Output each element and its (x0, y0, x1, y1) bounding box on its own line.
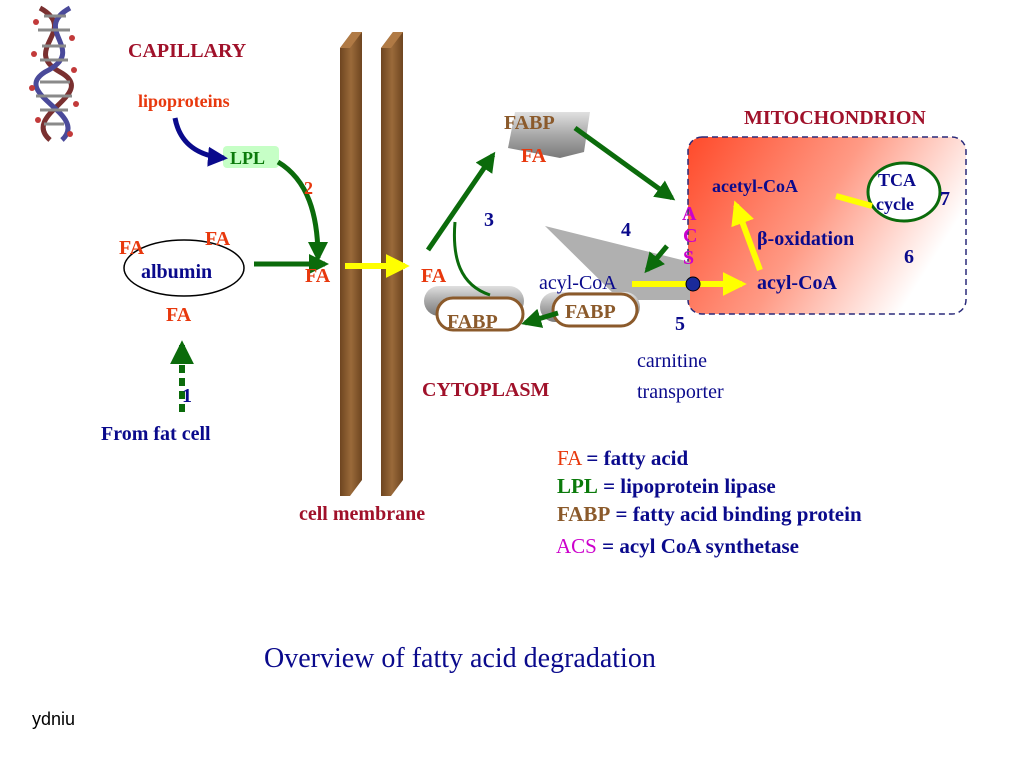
fa-top-label: FA (205, 228, 231, 250)
step-3: 3 (484, 209, 494, 231)
step-1: 1 (182, 385, 192, 407)
legend-abbr-acs: ACS (556, 534, 597, 558)
fa-bottom-label: FA (166, 304, 192, 326)
albumin-ellipse (123, 239, 245, 297)
cell-membrane-label: cell membrane (299, 503, 426, 525)
albumin-label: albumin (141, 261, 213, 283)
tca-label: TCA (878, 170, 917, 190)
lpl-label: LPL (230, 148, 266, 168)
fabp-to-fabp-arrow (521, 308, 559, 328)
fabp-top-label: FABP (504, 112, 555, 134)
fabp-cycle-curve (452, 221, 491, 297)
fa-fabp-top-label: FA (521, 145, 547, 167)
carnitine-label: carnitine (637, 350, 707, 372)
carnitine-transporter-dot (685, 276, 701, 292)
legend-def-acs: = acyl CoA synthetase (602, 534, 799, 558)
lpl-to-fa-arrow (276, 159, 328, 262)
fabp-cyto-left-label: FABP (447, 311, 498, 333)
acetyl-coa-label: acetyl-CoA (712, 176, 798, 196)
legend-abbr-fa: FA (557, 446, 582, 470)
acetylcoa-to-tca-line (835, 193, 873, 209)
legend-abbr-lpl: LPL (557, 474, 598, 498)
legend-item-acs: ACS = acyl CoA synthetase (556, 536, 799, 557)
lipoproteins-label: lipoproteins (138, 91, 230, 111)
legend-def-lpl: = lipoprotein lipase (603, 474, 776, 498)
footer-text: ydniu (32, 709, 76, 729)
step-4: 4 (621, 219, 631, 241)
lpl-highlight (223, 146, 279, 168)
acs-to-acylcoa-arrow (644, 244, 669, 274)
step-2: 2 (304, 178, 313, 198)
fabp-to-acs-arrow (573, 125, 676, 201)
legend-abbr-fabp: FABP (557, 502, 611, 526)
tca-cycle-ellipse (866, 161, 942, 223)
fa-to-fabp-arrow (425, 151, 496, 252)
acyl-coa-cyto-label: acyl-CoA (539, 272, 617, 294)
capillary-label: CAPILLARY (128, 40, 247, 62)
legend-def-fa: = fatty acid (586, 446, 689, 470)
lipoprotein-to-lpl-arrow (172, 117, 228, 167)
beta-oxidation-arrow (731, 200, 763, 272)
fabp-top-block (508, 112, 590, 158)
fabp-cyto-right-label: FABP (565, 301, 616, 323)
step-7: 7 (940, 188, 950, 210)
legend-item-fa: FA = fatty acid (557, 448, 688, 469)
cytoplasm-label: CYTOPLASM (422, 379, 550, 401)
legend-def-fabp: = fatty acid binding protein (615, 502, 862, 526)
acs-letter-c: C (683, 225, 698, 247)
acs-letter-s: S (683, 247, 695, 269)
fa-left-label: FA (119, 237, 145, 259)
acs-letter-a: A (682, 203, 697, 225)
fa-membrane-left-label: FA (305, 265, 331, 287)
step-6: 6 (904, 246, 914, 268)
fa-membrane-right-label: FA (421, 265, 447, 287)
legend-item-lpl: LPL = lipoprotein lipase (557, 476, 776, 497)
legend-item-fabp: FABP = fatty acid binding protein (557, 504, 862, 525)
mitochondrion-label: MITOCHONDRION (744, 107, 926, 129)
from-fat-cell-label: From fat cell (101, 423, 211, 445)
slide-title: Overview of fatty acid degradation (264, 643, 656, 674)
fabp-right-pill (551, 292, 639, 328)
transporter-label: transporter (637, 381, 724, 403)
beta-oxidation-label: β-oxidation (757, 228, 855, 250)
tca-cycle-label: cycle (876, 194, 914, 214)
acyl-coa-mito-label: acyl-CoA (757, 272, 837, 294)
dna-helix-icon (29, 5, 79, 142)
step-5: 5 (675, 313, 685, 335)
